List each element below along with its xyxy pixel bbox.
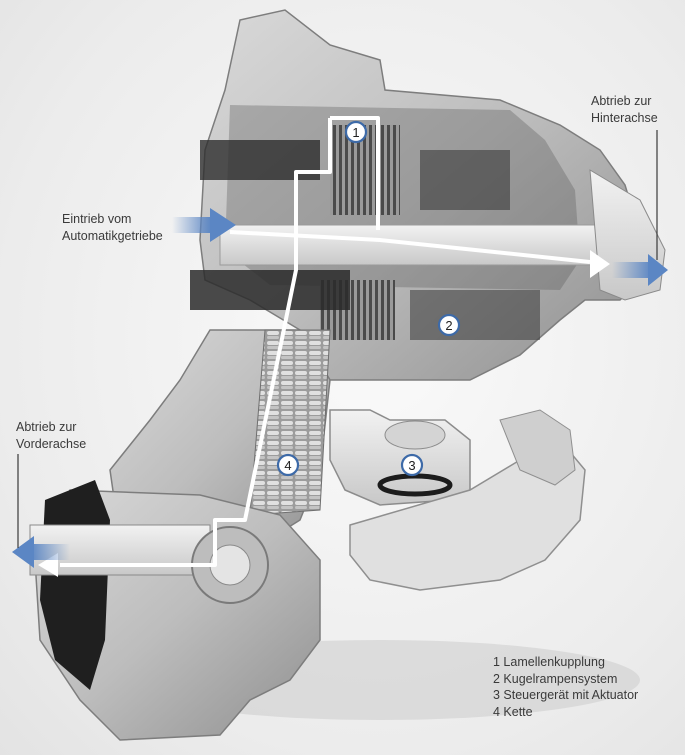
marker-3-text: 3 [408,458,415,473]
actuator-motor-cap [384,420,446,450]
drive-chain [249,329,331,516]
input-label-line2: Automatikgetriebe [62,229,163,243]
marker-2: 2 [437,313,461,337]
front-output-arrow-icon [12,536,70,568]
front-output-label-line1: Abtrieb zur [16,420,77,434]
front-output-label: Abtrieb zur Vorderachse [16,419,86,453]
input-label: Eintrieb vom Automatikgetriebe [62,211,163,245]
marker-1: 1 [344,120,368,144]
clutch-plates [330,125,400,215]
input-label-line1: Eintrieb vom [62,212,132,226]
marker-4: 4 [276,453,300,477]
marker-4-text: 4 [284,458,291,473]
upper-right-block [420,150,510,210]
input-arrow-icon [172,208,236,242]
rear-output-arrow-icon [612,254,668,286]
middle-gear-block [190,270,350,310]
control-unit [349,439,586,591]
legend: 1 Lamellenkupplung 2 Kugelrampensystem 3… [493,654,638,720]
front-output-label-line2: Vorderachse [16,437,87,451]
control-unit-connector [499,409,576,486]
legend-item-1: 1 Lamellenkupplung [493,655,605,669]
rear-flow-arrowhead [590,250,610,278]
actuator-seal-ring [377,473,453,497]
right-gear-block [410,290,540,340]
power-flow-lines [60,116,591,567]
marker-1-text: 1 [352,125,359,140]
rear-output-label-line1: Abtrieb zur [591,94,652,108]
rear-output-label-line2: Hinterachse [591,111,658,125]
marker-2-text: 2 [445,318,452,333]
legend-item-2: 2 Kugelrampensystem [493,671,618,686]
legend-item-3: 3 Steuergerät mit Aktuator [493,688,639,702]
legend-item-4: 4 Kette [493,704,533,719]
marker-3: 3 [400,453,424,477]
rear-output-label: Abtrieb zur Hinterachse [591,93,658,127]
